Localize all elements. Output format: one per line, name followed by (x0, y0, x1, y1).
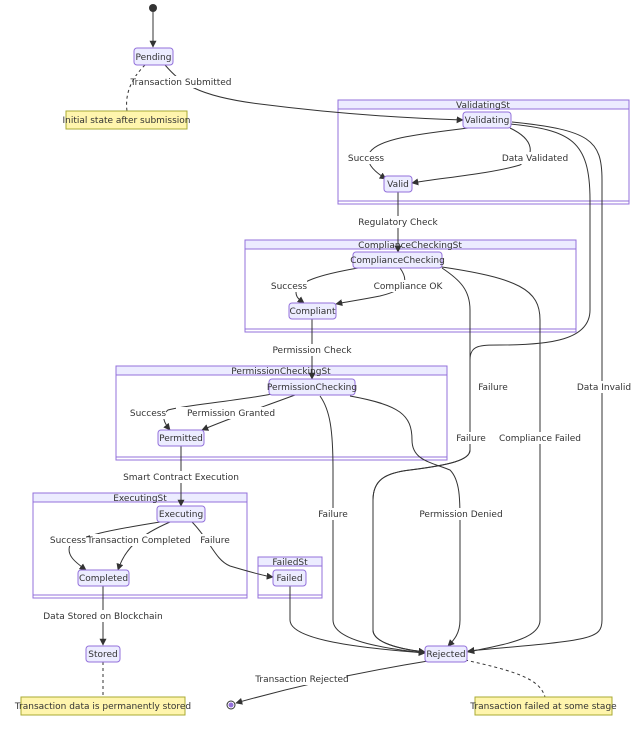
edge-data-invalid (467, 121, 603, 654)
node-compliant[interactable]: Compliant (288, 302, 337, 320)
node-label-compliant: Compliant (289, 307, 335, 317)
edge-label-compliance-ok: Compliance OK (374, 282, 444, 292)
edge-permission-denied (349, 395, 461, 647)
edge-label-transaction-submitted: Transaction Submitted (129, 78, 231, 88)
edge-label-success-3: Success (130, 409, 167, 419)
note-initial: Initial state after submission (62, 110, 191, 130)
node-permitted[interactable]: Permitted (157, 429, 205, 447)
node-label-permitted: Permitted (159, 434, 203, 444)
edge-label-compliance-failed: Compliance Failed (499, 434, 581, 444)
node-rejected[interactable]: Rejected (424, 645, 468, 663)
edge-label-data-validated: Data Validated (502, 154, 568, 164)
node-label-permission-checking: PermissionChecking (267, 383, 357, 393)
edge-label-failure-exec: Failure (200, 536, 230, 546)
edge-label-permission-denied: Permission Denied (419, 510, 502, 520)
node-label-valid: Valid (387, 180, 409, 190)
node-label-stored: Stored (88, 650, 118, 660)
note-stored: Transaction data is permanently stored (14, 696, 191, 716)
edge-label-regulatory-check: Regulatory Check (358, 218, 438, 228)
edge-label-permission-check: Permission Check (272, 346, 352, 356)
edge-label-transaction-rejected: Transaction Rejected (254, 675, 349, 685)
cluster-label-executing: ExecutingSt (113, 494, 167, 504)
node-compliance-checking[interactable]: ComplianceChecking (350, 251, 445, 269)
edge-label-transaction-completed: Transaction Completed (86, 536, 190, 546)
edge-label-success-2: Success (271, 282, 308, 292)
node-label-compliance-checking: ComplianceChecking (350, 256, 445, 266)
edge-labels: Transaction Submitted Success Data Valid… (43, 76, 631, 685)
edge-label-permission-granted: Permission Granted (187, 409, 275, 419)
cluster-label-compliance: ComplianceCheckingSt (358, 241, 462, 251)
edge-label-failure-2: Failure (456, 434, 486, 444)
node-permission-checking[interactable]: PermissionChecking (267, 378, 357, 396)
node-stored[interactable]: Stored (85, 645, 121, 663)
edge-data-validated (411, 127, 531, 186)
node-label-rejected: Rejected (426, 650, 465, 660)
edge-compliance-ok (335, 267, 406, 307)
edge-label-success-1: Success (348, 154, 385, 164)
edge-failure-2 (372, 267, 471, 655)
node-completed[interactable]: Completed (77, 569, 130, 587)
edge-label-data-stored: Data Stored on Blockchain (43, 612, 163, 622)
node-failed[interactable]: Failed (272, 569, 307, 587)
node-validating[interactable]: Validating (462, 111, 512, 129)
end-state (226, 700, 236, 710)
note-edge-failed (464, 659, 546, 698)
note-text-failed: Transaction failed at some stage (469, 702, 617, 712)
edge-label-smart-contract-execution: Smart Contract Execution (123, 473, 239, 483)
node-label-completed: Completed (79, 574, 128, 584)
node-valid[interactable]: Valid (383, 175, 413, 193)
start-state (149, 4, 157, 12)
edge-label-failure-3: Failure (318, 510, 348, 520)
node-executing[interactable]: Executing (156, 505, 206, 523)
edge-success-3 (163, 393, 273, 431)
edge-compliance-failed (434, 265, 541, 655)
edge-success-1 (367, 127, 469, 180)
note-failed: Transaction failed at some stage (469, 696, 617, 716)
node-label-validating: Validating (465, 116, 510, 126)
node-pending[interactable]: Pending (133, 47, 174, 66)
note-text-stored: Transaction data is permanently stored (14, 702, 191, 712)
note-text-initial: Initial state after submission (62, 116, 190, 126)
edge-failed-rejected (289, 586, 426, 657)
cluster-label-validating: ValidatingSt (456, 101, 510, 111)
edge-label-success-4: Success (50, 536, 87, 546)
cluster-label-permission: PermissionCheckingSt (231, 367, 331, 377)
cluster-label-failed: FailedSt (272, 558, 308, 568)
node-label-pending: Pending (136, 53, 172, 63)
node-label-failed: Failed (276, 574, 302, 584)
edge-label-failure-1: Failure (478, 383, 508, 393)
node-label-executing: Executing (159, 510, 203, 520)
edge-label-data-invalid: Data Invalid (577, 383, 631, 393)
edge-failure-3 (319, 395, 426, 656)
